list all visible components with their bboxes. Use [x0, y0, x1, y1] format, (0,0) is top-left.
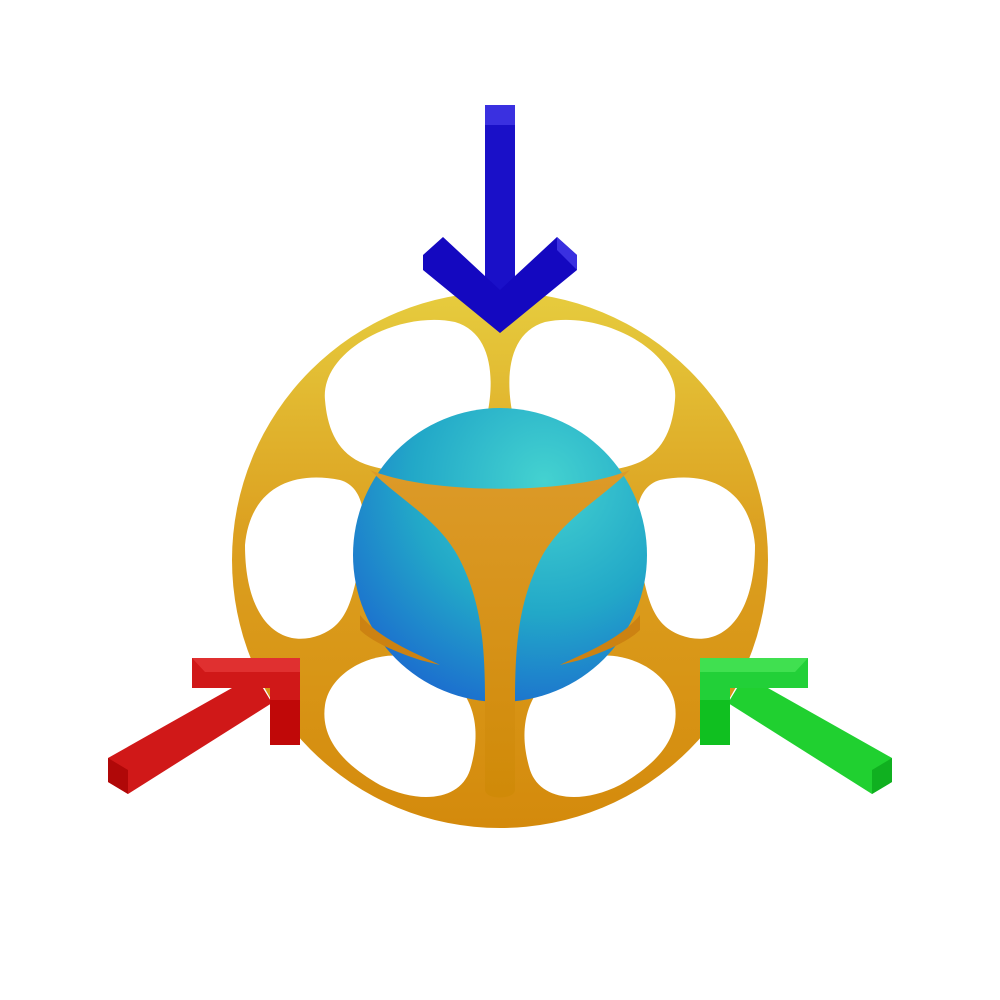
cage-hole-right [636, 477, 755, 639]
arrow-down-icon [423, 105, 577, 333]
arrow-up-right-icon [108, 658, 300, 794]
cage-hole-bottom-left [324, 655, 476, 797]
arrow-up-left-icon [700, 658, 892, 794]
cage-front-lower-right [560, 615, 640, 665]
cage-hole-left [245, 477, 364, 639]
cage-front-lower-left [360, 615, 440, 665]
cage-front-strut [370, 470, 630, 798]
cage-hole-bottom-right [524, 655, 676, 797]
